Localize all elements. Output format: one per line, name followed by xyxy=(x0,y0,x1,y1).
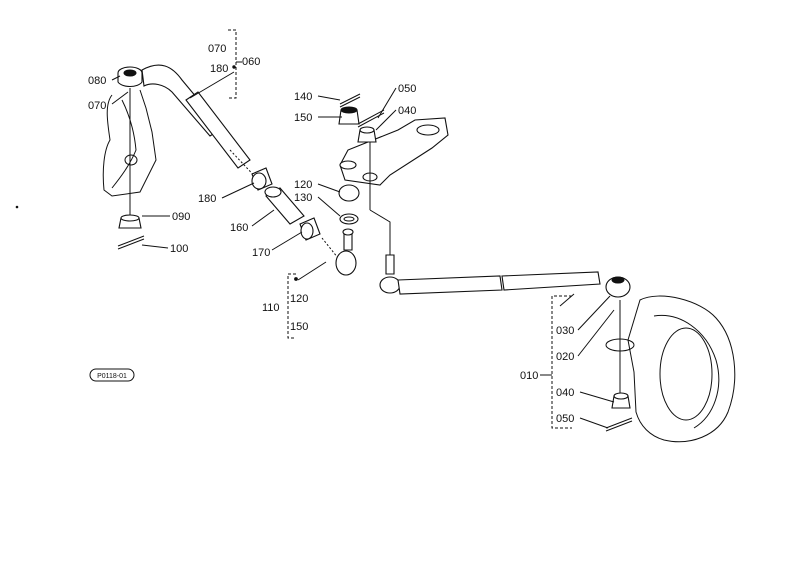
tie-rod-end-left xyxy=(321,228,357,276)
callout-170: 170 xyxy=(252,247,270,259)
callout-140: 140 xyxy=(294,91,312,103)
nut-040-bottom xyxy=(611,392,631,409)
callout-020: 020 xyxy=(556,351,574,363)
callout-180-top: 180 xyxy=(210,63,228,75)
figure-code: P0118-01 xyxy=(97,373,127,380)
callout-120-bottom: 120 xyxy=(290,293,308,305)
left-knuckle xyxy=(102,89,157,215)
cotter-050-top xyxy=(357,109,385,128)
pitman-arm xyxy=(339,117,449,255)
boot-120 xyxy=(338,184,360,202)
group-bracket-010 xyxy=(551,293,575,429)
adjuster-nut-170 xyxy=(299,217,321,241)
stray-dot xyxy=(15,205,19,209)
seal-130 xyxy=(339,213,359,225)
ball-joint-080 xyxy=(117,66,143,98)
stray-dot xyxy=(294,277,298,281)
group-bracket-110 xyxy=(287,261,327,339)
cotter-pin-100 xyxy=(117,235,145,250)
callout-060: 060 xyxy=(242,56,260,68)
callout-130: 130 xyxy=(294,192,312,204)
right-knuckle xyxy=(605,295,736,443)
nut-150-top xyxy=(338,106,360,125)
stray-dot xyxy=(232,65,236,69)
figure-code-badge: P0118-01 xyxy=(89,368,135,382)
group-bracket-060 xyxy=(189,29,242,99)
callout-040-top: 040 xyxy=(398,105,416,117)
callout-180-mid: 180 xyxy=(198,193,216,205)
callout-labels: 070 180 060 080 070 090 100 180 160 170 … xyxy=(88,43,574,425)
callout-090: 090 xyxy=(172,211,190,223)
callout-100: 100 xyxy=(170,243,188,255)
cotter-140 xyxy=(339,93,361,108)
callout-050-top: 050 xyxy=(398,83,416,95)
callout-160: 160 xyxy=(230,222,248,234)
leader-lines xyxy=(111,75,615,429)
callout-080: 080 xyxy=(88,75,106,87)
tie-rod-010 xyxy=(379,254,631,298)
callout-110: 110 xyxy=(262,302,280,314)
callout-040-bottom: 040 xyxy=(556,387,574,399)
nut-090 xyxy=(118,214,142,229)
callout-150-bottom: 150 xyxy=(290,321,308,333)
nut-040-top xyxy=(357,126,377,143)
callout-150-top: 150 xyxy=(294,112,312,124)
callout-010: 010 xyxy=(520,370,538,382)
callout-070-top: 070 xyxy=(208,43,226,55)
tube-160 xyxy=(264,186,305,225)
callout-070-left: 070 xyxy=(88,100,106,112)
cotter-050-bottom xyxy=(605,417,633,432)
callout-050-bottom: 050 xyxy=(556,413,574,425)
adjuster-nut-180 xyxy=(251,167,273,191)
drag-link-060 xyxy=(141,64,263,185)
callout-030: 030 xyxy=(556,325,574,337)
callout-120-mid: 120 xyxy=(294,179,312,191)
